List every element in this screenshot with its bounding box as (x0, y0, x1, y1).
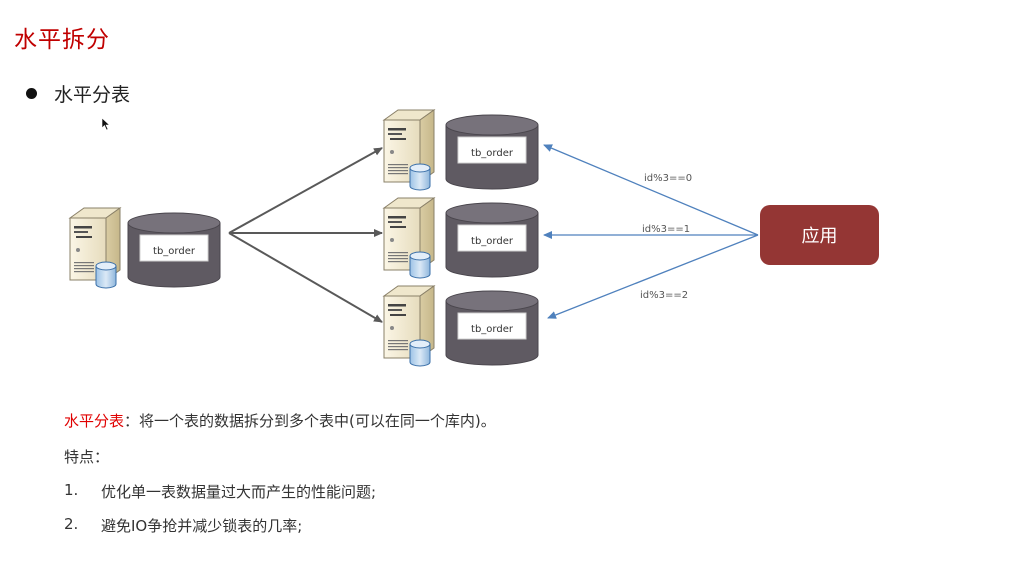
feature-number: 2. (64, 515, 79, 533)
split-arrow-0 (228, 147, 383, 234)
feature-item: 1. 优化单一表数据量过大而产生的性能问题; (64, 481, 376, 502)
definition-line: 水平分表：将一个表的数据拆分到多个表中(可以在同一个库内)。 (64, 410, 496, 431)
route-arrow-2 (547, 234, 759, 319)
mouse-cursor-icon (101, 117, 111, 131)
bullet-text: 水平分表 (54, 84, 131, 106)
slide-title: 水平拆分 (14, 27, 110, 53)
definition-term: 水平分表 (64, 412, 125, 430)
split-arrow-2 (228, 232, 383, 323)
target-table-label-1: tb_order (471, 236, 514, 247)
bullet-item: 水平分表 (26, 80, 130, 107)
target-server-icon-2 (383, 285, 435, 367)
source-table-label: tb_order (153, 246, 196, 257)
features-heading: 特点： (64, 448, 110, 466)
bullet-dot-icon (26, 88, 37, 99)
route-condition-0: id%3==0 (644, 173, 692, 184)
application-box: 应用 (760, 205, 879, 265)
source-server-icon (69, 207, 121, 289)
feature-item: 2. 避免IO争抢并减少锁表的几率; (64, 515, 302, 536)
target-server-icon-0 (383, 109, 435, 191)
feature-number: 1. (64, 481, 79, 499)
feature-text: 避免IO争抢并减少锁表的几率; (101, 517, 303, 535)
target-server-icon-1 (383, 197, 435, 279)
application-label: 应用 (801, 226, 838, 247)
target-table-label-0: tb_order (471, 148, 514, 159)
route-arrow-0 (543, 144, 759, 236)
target-table-label-2: tb_order (471, 324, 514, 335)
definition-separator: ： (124, 412, 140, 430)
definition-text: 将一个表的数据拆分到多个表中(可以在同一个库内)。 (139, 412, 496, 430)
feature-text: 优化单一表数据量过大而产生的性能问题; (101, 483, 377, 501)
route-condition-2: id%3==2 (640, 290, 688, 301)
route-condition-1: id%3==1 (642, 224, 690, 235)
